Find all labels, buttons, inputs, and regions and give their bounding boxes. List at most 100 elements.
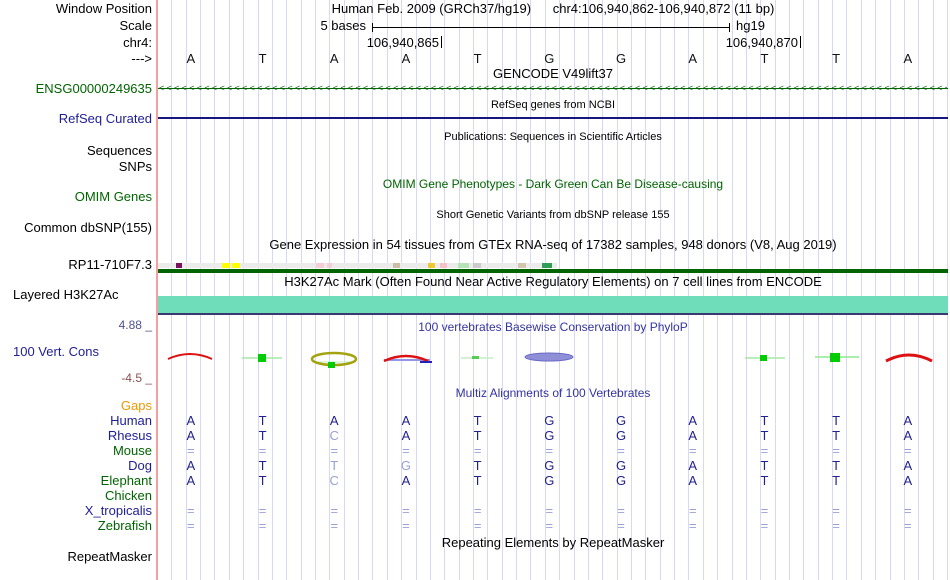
- alignment-cell: =: [545, 443, 554, 458]
- grid-line: [473, 0, 474, 580]
- refseq-curated-label[interactable]: RefSeq Curated: [58, 111, 152, 126]
- h3k27ac-title[interactable]: H3K27Ac Mark (Often Found Near Active Re…: [284, 274, 822, 289]
- gencode-gene-label[interactable]: ENSG00000249635: [35, 81, 152, 96]
- alignment-row-label[interactable]: Dog: [128, 458, 152, 473]
- base-letter: A: [329, 51, 339, 66]
- grid-line: [932, 0, 934, 580]
- alignment-cell: A: [186, 413, 196, 428]
- alignment-row-label[interactable]: Human: [110, 413, 152, 428]
- gencode-gene-line[interactable]: [158, 88, 948, 89]
- omim-genes-label[interactable]: OMIM Genes: [74, 189, 152, 204]
- gtex-tissue-mark: [232, 263, 240, 268]
- gtex-title[interactable]: Gene Expression in 54 tissues from GTEx …: [269, 237, 837, 252]
- grid-line: [300, 0, 302, 580]
- grid-line: [587, 0, 589, 580]
- omim-title[interactable]: OMIM Gene Phenotypes - Dark Green Can Be…: [382, 177, 724, 191]
- alignment-cell: =: [402, 503, 410, 518]
- alignment-cell: =: [760, 443, 769, 458]
- base-letter: G: [544, 51, 555, 66]
- phylop-glyphs[interactable]: [158, 345, 948, 375]
- h3k27ac-signal-block[interactable]: [158, 296, 948, 313]
- repeatmasker-label[interactable]: RepeatMasker: [67, 549, 152, 564]
- grid-line: [774, 0, 776, 580]
- grid-line: [516, 0, 518, 580]
- alignment-row-label[interactable]: Gaps: [120, 398, 152, 413]
- alignment-cell: T: [832, 413, 841, 428]
- base-letter: A: [688, 51, 698, 66]
- gtex-tissue-mark: [518, 263, 526, 268]
- alignment-cell: =: [904, 503, 912, 518]
- grid-line: [903, 0, 905, 580]
- grid-line: [918, 0, 920, 580]
- alignment-cell: A: [688, 413, 698, 428]
- alignment-cell: A: [401, 473, 411, 488]
- multiz-title[interactable]: Multiz Alignments of 100 Vertebrates: [455, 386, 651, 400]
- alignment-cell: A: [688, 458, 698, 473]
- ruler-tick-left: [441, 36, 442, 48]
- gtex-expression-bar[interactable]: [158, 269, 948, 273]
- alignment-cell: =: [473, 518, 482, 533]
- grid-line: [200, 0, 202, 580]
- grid-line: [731, 0, 733, 580]
- gtex-tissue-mark: [316, 263, 324, 268]
- grid-line: [645, 0, 647, 580]
- phylop-track-label[interactable]: 100 Vert. Cons: [13, 344, 99, 359]
- grid-line: [501, 0, 503, 580]
- alignment-row-label[interactable]: Mouse: [112, 443, 152, 458]
- alignment-cell: =: [258, 443, 267, 458]
- alignment-cell: =: [688, 443, 697, 458]
- grid-line: [789, 0, 791, 580]
- grid-line: [329, 0, 331, 580]
- alignment-cell: =: [760, 503, 769, 518]
- layered-h3k27ac-label[interactable]: Layered H3K27Ac: [13, 287, 119, 302]
- grid-line: [674, 0, 676, 580]
- scale-bar-left-tick: [372, 23, 373, 32]
- alignment-cell: G: [615, 428, 627, 443]
- chrom-label: chr4:: [123, 35, 152, 50]
- publications-title[interactable]: Publications: Sequences in Scientific Ar…: [444, 131, 662, 143]
- repeatmasker-title[interactable]: Repeating Elements by RepeatMasker: [441, 535, 665, 550]
- gtex-tissue-mark: [176, 263, 182, 268]
- alignment-cell: =: [258, 518, 267, 533]
- snps-label[interactable]: SNPs: [118, 159, 152, 174]
- strand-arrow-label[interactable]: --->: [131, 51, 152, 66]
- grid-line: [487, 0, 489, 580]
- alignment-row-label[interactable]: X_tropicalis: [84, 503, 152, 518]
- alignment-cell: =: [617, 443, 625, 458]
- alignment-cell: T: [832, 458, 841, 473]
- alignment-cell: =: [832, 443, 840, 458]
- alignment-row-label[interactable]: Rhesus: [107, 428, 152, 443]
- gencode-strand-arrows[interactable]: <<<<<<<<<<<<<<<<<<<<<<<<<<<<<<<<<<<<<<<<…: [159, 83, 947, 93]
- grid-line: [372, 0, 374, 580]
- refseq-gene-line[interactable]: [158, 117, 948, 119]
- base-letter: G: [615, 51, 627, 66]
- alignment-cell: A: [903, 473, 913, 488]
- alignment-cell: A: [186, 458, 196, 473]
- refseq-title[interactable]: RefSeq genes from NCBI: [490, 99, 616, 111]
- grid-line: [343, 0, 345, 580]
- grid-line: [559, 0, 561, 580]
- grid-line: [860, 0, 862, 580]
- sequences-label[interactable]: Sequences: [86, 143, 152, 158]
- gtex-tissue-mark: [393, 263, 400, 268]
- alignment-cell: T: [760, 428, 769, 443]
- alignment-cell: A: [186, 473, 196, 488]
- phylop-title[interactable]: 100 vertebrates Basewise Conservation by…: [418, 320, 688, 334]
- gencode-title[interactable]: GENCODE V49lift37: [493, 66, 613, 81]
- alignment-row-label[interactable]: Chicken: [105, 488, 152, 503]
- gtex-gene-label[interactable]: RP11-710F7.3: [68, 257, 152, 272]
- alignment-cell: C: [329, 428, 339, 443]
- alignment-row-label[interactable]: Zebrafish: [97, 518, 152, 533]
- alignment-cell: T: [258, 428, 267, 443]
- base-letter: A: [903, 51, 913, 66]
- alignment-cell: =: [688, 518, 697, 533]
- common-dbsnp-label[interactable]: Common dbSNP(155): [24, 220, 152, 235]
- alignment-cell: =: [187, 518, 195, 533]
- alignment-cell: =: [330, 503, 339, 518]
- alignment-cell: A: [903, 428, 913, 443]
- grid-line: [214, 0, 216, 580]
- alignment-row-label[interactable]: Elephant: [100, 473, 152, 488]
- dbsnp-title[interactable]: Short Genetic Variants from dbSNP releas…: [436, 209, 670, 221]
- grid-line: [171, 0, 173, 580]
